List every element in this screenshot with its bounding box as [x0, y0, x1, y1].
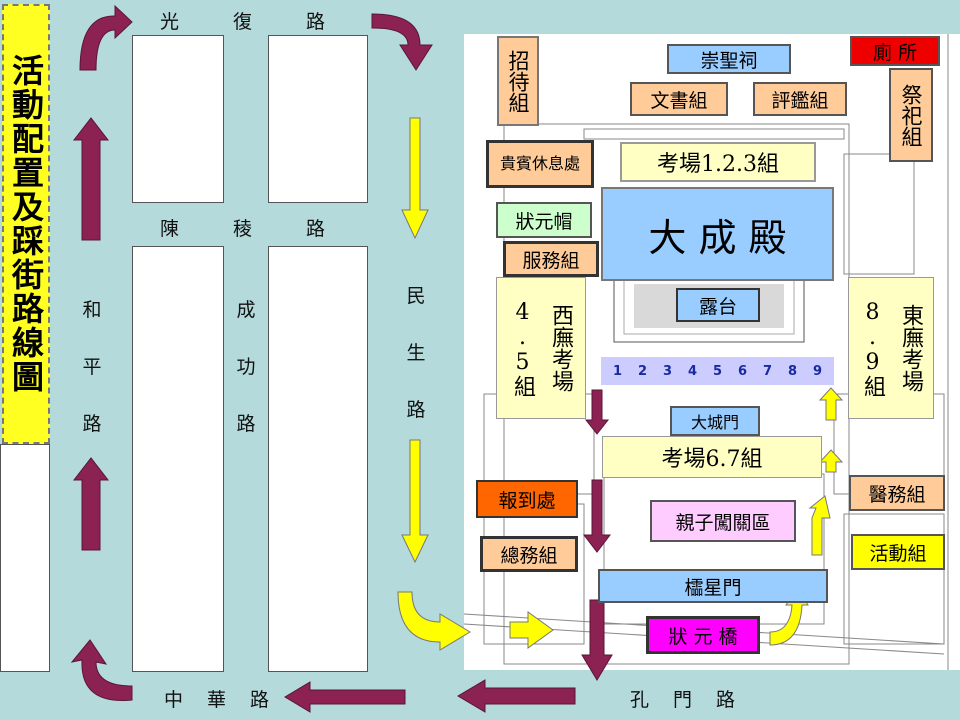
city-block-1	[132, 35, 224, 203]
map-title: 活動配置及踩街路線圖	[2, 4, 50, 444]
parent-child-label: 親子闖關區	[650, 500, 796, 542]
road-guangfu: 光復路	[160, 11, 328, 33]
exam-67-label: 考場6.7組	[602, 436, 822, 478]
arrow-up-left-1	[72, 117, 110, 241]
restroom-label: 廁 所	[850, 36, 940, 66]
arrow-left-zhonghua	[284, 681, 406, 713]
champion-hat-label: 狀元帽	[496, 202, 592, 238]
arrow-up-medical	[808, 495, 831, 556]
city-block-4	[268, 246, 368, 672]
vip-lounge-label: 貴賓休息處	[486, 140, 594, 188]
arrow-curve-top-right	[371, 13, 433, 71]
terrace-label: 露台	[676, 288, 760, 322]
city-block-left-edge	[0, 444, 50, 672]
arrow-up-east-2	[818, 449, 844, 473]
exam-123-label: 考場1.2.3組	[620, 142, 816, 182]
arrow-curve-bottom-left	[70, 639, 133, 701]
city-block-3	[132, 246, 224, 672]
ritual-label: 祭祀組	[889, 68, 933, 162]
zhuangyuan-bridge-label: 狀 元 橋	[646, 616, 760, 654]
road-minsheng: 民生路	[406, 285, 426, 421]
exam-number-6: 6	[737, 363, 748, 379]
arrow-down-west	[584, 389, 610, 435]
arrow-up-east	[818, 387, 844, 421]
city-block-2	[268, 35, 368, 203]
documents-label: 文書組	[630, 82, 728, 116]
road-zhonghua: 中華路	[164, 689, 272, 711]
west-exam-box: 4.5組 西廡考場	[496, 277, 586, 419]
road-chenggong: 成功路	[236, 299, 256, 435]
judging-label: 評鑑組	[753, 82, 847, 116]
arrow-curve-minsheng	[397, 591, 471, 651]
exam-number-3: 3	[662, 363, 673, 379]
lingxing-gate-label: 櫺星門	[598, 569, 828, 603]
exam-number-8: 8	[787, 363, 798, 379]
exam-number-2: 2	[637, 363, 648, 379]
arrow-down-gate	[581, 599, 613, 681]
east-exam-box: 8.9組 東廡考場	[848, 277, 934, 419]
exam-number-7: 7	[762, 363, 773, 379]
arrow-down-minsheng-2	[401, 439, 429, 564]
medical-label: 醫務組	[849, 475, 945, 511]
recruit-label: 招待組	[497, 36, 539, 126]
road-chenling: 陳稜路	[160, 218, 328, 240]
east-exam-label: 東廡考場	[898, 304, 923, 392]
exam-number-strip: 1 2 3 4 5 6 7 8 9	[601, 357, 834, 385]
exam-number-5: 5	[712, 363, 723, 379]
report-label: 報到處	[476, 480, 578, 518]
arrow-up-left-2	[72, 457, 110, 551]
activity-label: 活動組	[851, 534, 945, 570]
west-groups-label: 4.5組	[510, 299, 535, 397]
arrow-left-kongmen	[457, 679, 576, 713]
exam-number-1: 1	[612, 363, 623, 379]
main-hall-label: 大 成 殿	[601, 187, 834, 281]
exam-number-4: 4	[687, 363, 698, 379]
exam-number-9: 9	[812, 363, 823, 379]
arrow-right-kongmen	[509, 611, 554, 649]
arrow-down-report	[582, 479, 612, 553]
shrine-label: 崇聖祠	[667, 44, 791, 74]
west-exam-label: 西廡考場	[548, 304, 573, 392]
general-affairs-label: 總務組	[480, 536, 578, 572]
dacheng-gate-label: 大城門	[670, 406, 760, 436]
road-heping: 和平路	[82, 299, 102, 435]
arrow-down-minsheng-1	[401, 117, 429, 240]
arrow-curve-top-left	[79, 4, 133, 71]
service-label: 服務組	[503, 241, 599, 277]
road-kongmen: 孔門路	[630, 689, 738, 711]
east-groups-label: 8.9組	[860, 299, 885, 397]
